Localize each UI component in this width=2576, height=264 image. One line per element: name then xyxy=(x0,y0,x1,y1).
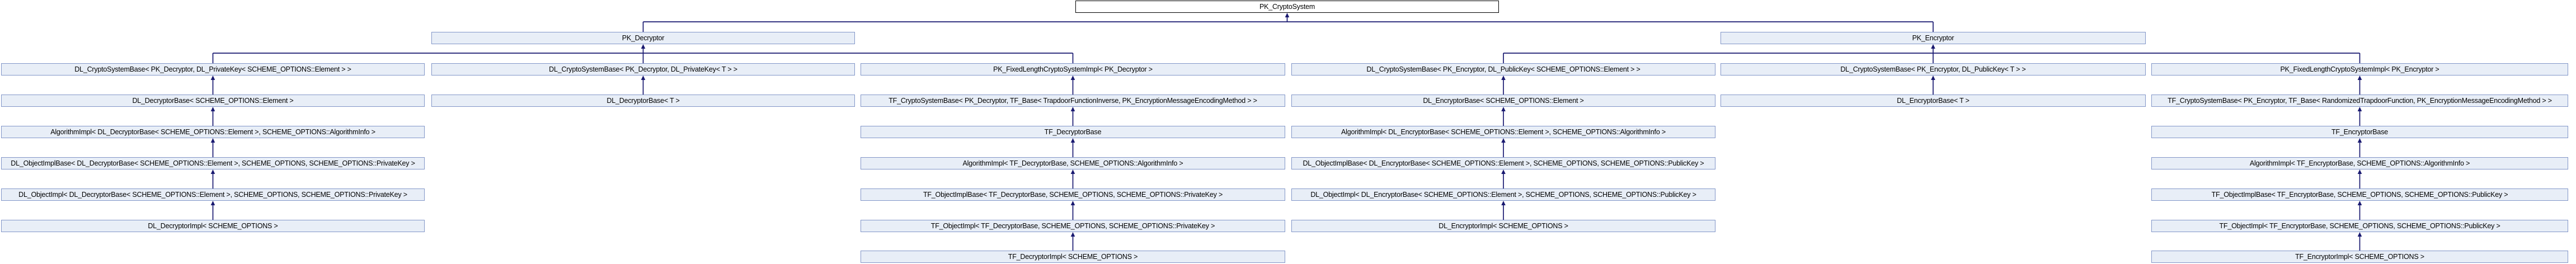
inheritance-edge-arrowhead xyxy=(641,76,646,80)
inheritance-edge-arrowhead xyxy=(1070,76,1075,80)
class-node-pk-fixedlengthcryptosystemimpl-encryptor[interactable]: PK_FixedLengthCryptoSystemImpl< PK_Encry… xyxy=(2151,63,2568,76)
class-node-algorithmimpl-dl-decryptorbase[interactable]: AlgorithmImpl< DL_DecryptorBase< SCHEME_… xyxy=(1,126,425,138)
inheritance-edge-arrowhead xyxy=(2357,138,2362,143)
inheritance-edge-arrowhead xyxy=(210,138,215,143)
class-node-tf-encryptorbase[interactable]: TF_EncryptorBase xyxy=(2151,126,2568,138)
class-node-tf-objectimpl-decryptor[interactable]: TF_ObjectImpl< TF_DecryptorBase, SCHEME_… xyxy=(861,220,1285,232)
class-node-dl-encryptorbase-t[interactable]: DL_EncryptorBase< T > xyxy=(1721,95,2146,107)
inheritance-edge-arrowhead xyxy=(1931,76,1935,80)
class-node-dl-decryptorbase-element[interactable]: DL_DecryptorBase< SCHEME_OPTIONS::Elemen… xyxy=(1,95,425,107)
inheritance-edge-arrowhead xyxy=(1501,138,1506,143)
class-node-tf-objectimplbase-decryptor[interactable]: TF_ObjectImplBase< TF_DecryptorBase, SCH… xyxy=(861,188,1285,201)
inheritance-edge-arrowhead xyxy=(1070,107,1075,111)
class-node-algorithmimpl-dl-encryptorbase[interactable]: AlgorithmImpl< DL_EncryptorBase< SCHEME_… xyxy=(1291,126,1715,138)
inheritance-edge-arrowhead xyxy=(2357,76,2362,80)
class-node-dl-objectimplbase-encryptor[interactable]: DL_ObjectImplBase< DL_EncryptorBase< SCH… xyxy=(1291,157,1715,169)
class-node-tf-objectimplbase-encryptor[interactable]: TF_ObjectImplBase< TF_EncryptorBase, SCH… xyxy=(2151,188,2568,201)
class-node-tf-cryptosystembase-encryptor[interactable]: TF_CryptoSystemBase< PK_Encryptor, TF_Ba… xyxy=(2151,95,2568,107)
inheritance-edge-arrowhead xyxy=(1070,169,1075,174)
inheritance-edge-arrowhead xyxy=(2357,232,2362,237)
class-node-pk-fixedlengthcryptosystemimpl-decryptor[interactable]: PK_FixedLengthCryptoSystemImpl< PK_Decry… xyxy=(861,63,1285,76)
class-node-tf-objectimpl-encryptor[interactable]: TF_ObjectImpl< TF_EncryptorBase, SCHEME_… xyxy=(2151,220,2568,232)
class-node-pk-encryptor[interactable]: PK_Encryptor xyxy=(1721,32,2146,44)
inheritance-edge-arrowhead xyxy=(2357,107,2362,111)
class-node-dl-objectimpl-decryptor[interactable]: DL_ObjectImpl< DL_DecryptorBase< SCHEME_… xyxy=(1,188,425,201)
class-node-dl-decryptorbase-t[interactable]: DL_DecryptorBase< T > xyxy=(431,95,855,107)
inheritance-edge-arrowhead xyxy=(2357,201,2362,205)
class-node-dl-cryptosystembase-encryptor-t[interactable]: DL_CryptoSystemBase< PK_Encryptor, DL_Pu… xyxy=(1721,63,2146,76)
inheritance-edge-arrowhead xyxy=(1501,169,1506,174)
inheritance-edge-arrowhead xyxy=(2357,169,2362,174)
class-node-dl-cryptosystembase-decryptor-element[interactable]: DL_CryptoSystemBase< PK_Decryptor, DL_Pr… xyxy=(1,63,425,76)
inheritance-edge-arrowhead xyxy=(1285,13,1290,17)
class-node-tf-decryptorimpl[interactable]: TF_DecryptorImpl< SCHEME_OPTIONS > xyxy=(861,251,1285,263)
inheritance-edge-arrowhead xyxy=(1501,107,1506,111)
class-node-dl-cryptosystembase-decryptor-t[interactable]: DL_CryptoSystemBase< PK_Decryptor, DL_Pr… xyxy=(431,63,855,76)
class-node-algorithmimpl-tf-encryptorbase[interactable]: AlgorithmImpl< TF_EncryptorBase, SCHEME_… xyxy=(2151,157,2568,169)
inheritance-edge-arrowhead xyxy=(1501,201,1506,205)
inheritance-edge-arrowhead xyxy=(210,169,215,174)
inheritance-edge-arrowhead xyxy=(1501,76,1506,80)
class-node-pk-decryptor[interactable]: PK_Decryptor xyxy=(431,32,855,44)
inheritance-edge-arrowhead xyxy=(210,76,215,80)
class-node-tf-decryptorbase[interactable]: TF_DecryptorBase xyxy=(861,126,1285,138)
class-node-tf-cryptosystembase-decryptor[interactable]: TF_CryptoSystemBase< PK_Decryptor, TF_Ba… xyxy=(861,95,1285,107)
inheritance-edge-arrowhead xyxy=(210,201,215,205)
inheritance-edge-arrowhead xyxy=(1070,201,1075,205)
inheritance-edge-arrowhead xyxy=(641,44,646,49)
class-node-pk-cryptosystem: PK_CryptoSystem xyxy=(1075,1,1499,13)
class-node-tf-encryptorimpl[interactable]: TF_EncryptorImpl< SCHEME_OPTIONS > xyxy=(2151,251,2568,263)
class-node-dl-objectimplbase-decryptor[interactable]: DL_ObjectImplBase< DL_DecryptorBase< SCH… xyxy=(1,157,425,169)
inheritance-edge-arrowhead xyxy=(1070,232,1075,237)
inheritance-edge-arrowhead xyxy=(1070,138,1075,143)
class-node-dl-decryptorimpl[interactable]: DL_DecryptorImpl< SCHEME_OPTIONS > xyxy=(1,220,425,232)
class-node-dl-encryptorbase-element[interactable]: DL_EncryptorBase< SCHEME_OPTIONS::Elemen… xyxy=(1291,95,1715,107)
inheritance-edge-arrowhead xyxy=(1931,44,1935,49)
class-node-dl-objectimpl-encryptor[interactable]: DL_ObjectImpl< DL_EncryptorBase< SCHEME_… xyxy=(1291,188,1715,201)
class-node-algorithmimpl-tf-decryptorbase[interactable]: AlgorithmImpl< TF_DecryptorBase, SCHEME_… xyxy=(861,157,1285,169)
class-node-dl-cryptosystembase-encryptor-element[interactable]: DL_CryptoSystemBase< PK_Encryptor, DL_Pu… xyxy=(1291,63,1715,76)
inheritance-edge-arrowhead xyxy=(210,107,215,111)
class-node-dl-encryptorimpl[interactable]: DL_EncryptorImpl< SCHEME_OPTIONS > xyxy=(1291,220,1715,232)
